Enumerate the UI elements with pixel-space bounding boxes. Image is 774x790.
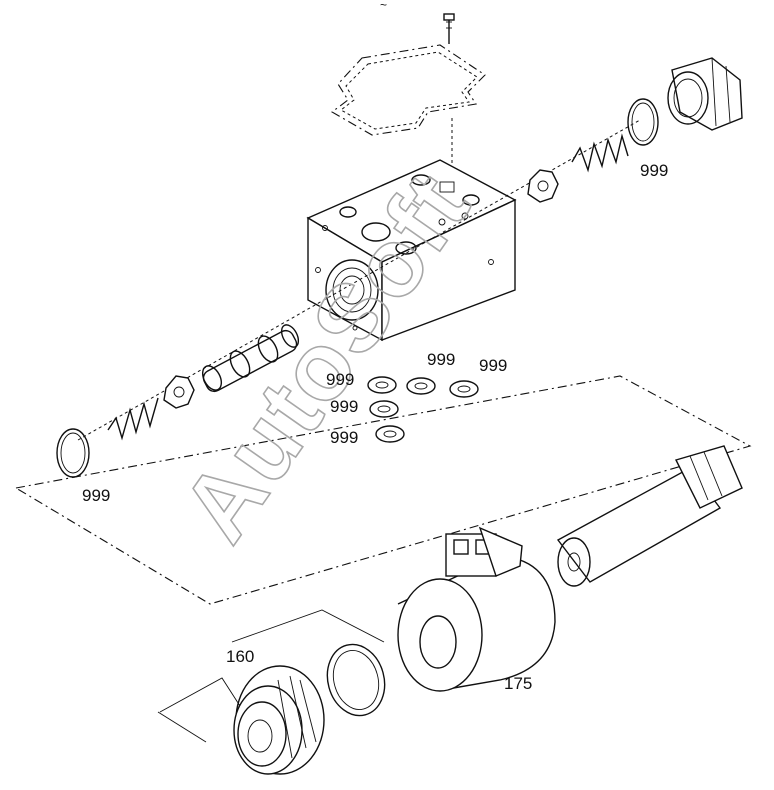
right-end-plug [667, 57, 743, 131]
right-o-ring [627, 98, 659, 146]
callout-999-mid-d: 999 [330, 397, 358, 416]
callout-999-mid-e: 999 [330, 428, 358, 447]
valve-housing [306, 159, 517, 342]
assembly-boundary [14, 375, 752, 605]
valve-spool [201, 324, 300, 393]
callout-999-left: 999 [82, 486, 110, 505]
callout-160: 160 [226, 647, 254, 666]
callout-999-mid-c: 999 [326, 370, 354, 389]
coil-o-ring [326, 643, 386, 717]
callout-160-bracket-lower [159, 677, 241, 713]
left-star-washer [163, 375, 195, 409]
header-mark: ~ [380, 0, 387, 12]
callout-175: 175 [504, 674, 532, 693]
callout-999-right: 999 [640, 161, 668, 180]
callout-999-mid-a: 999 [427, 350, 455, 369]
cover-plate [331, 44, 486, 136]
callout-160-bracket-upper [231, 609, 385, 643]
callout-999-mid-b: 999 [479, 356, 507, 375]
left-o-ring [56, 428, 90, 478]
left-spring [107, 397, 159, 441]
seal-rings [367, 376, 479, 443]
solenoid-coil [397, 526, 556, 692]
right-spring [571, 133, 629, 173]
solenoid-tube [556, 445, 743, 587]
cover-screw [443, 13, 455, 44]
retaining-nut [233, 665, 325, 775]
right-star-washer [527, 169, 559, 203]
